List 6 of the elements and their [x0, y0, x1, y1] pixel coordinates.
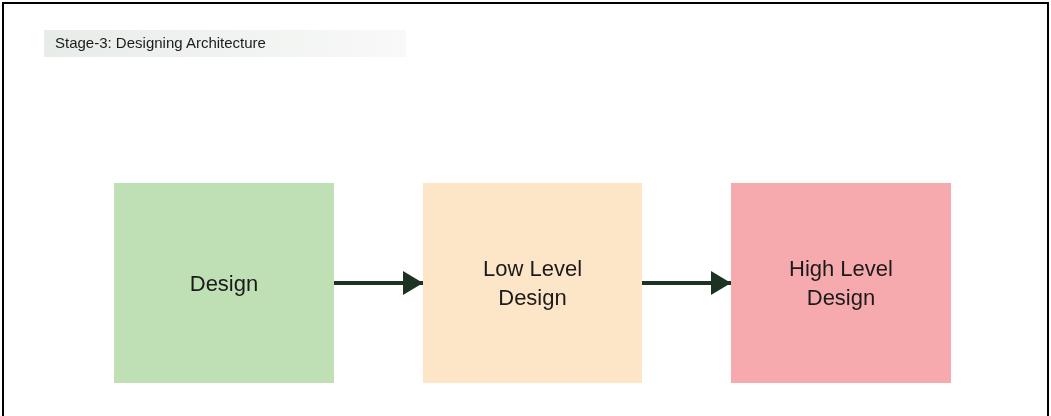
arrow	[642, 271, 731, 295]
process-box: Design	[114, 183, 334, 383]
arrow	[334, 271, 423, 295]
process-box: High Level Design	[731, 183, 951, 383]
title-band: Stage-3: Designing Architecture	[44, 30, 406, 57]
process-box: Low Level Design	[423, 183, 642, 383]
